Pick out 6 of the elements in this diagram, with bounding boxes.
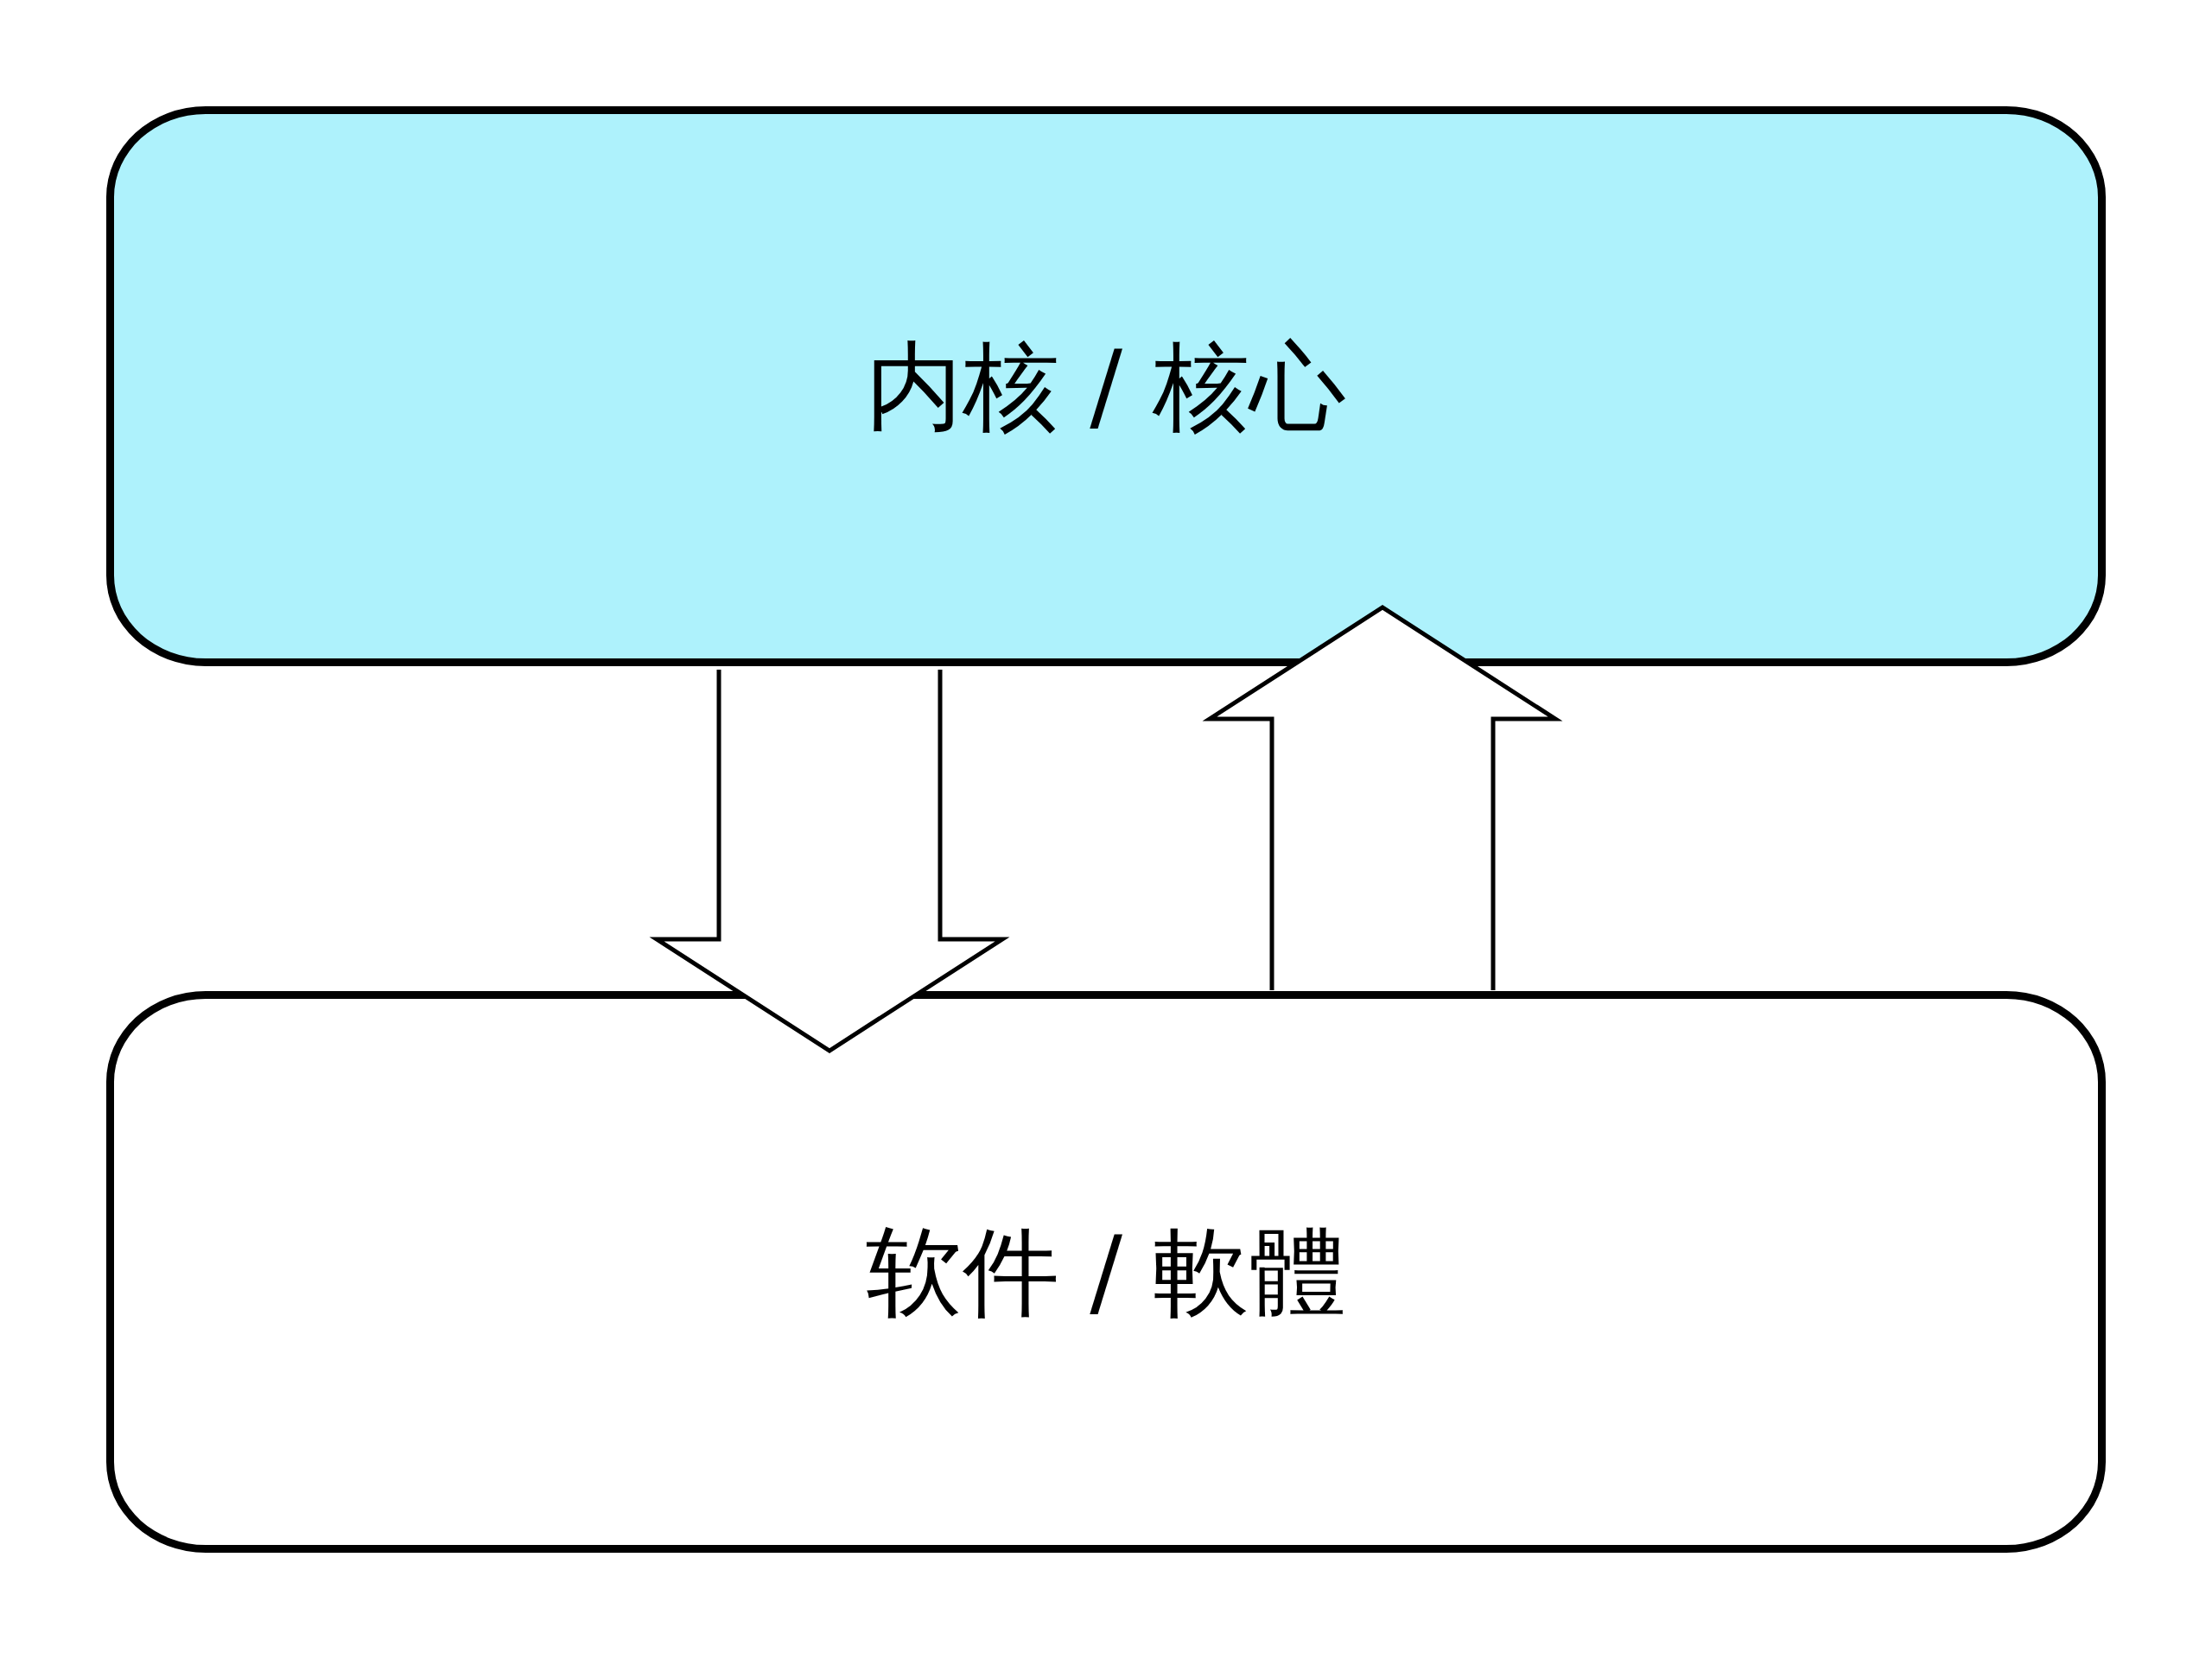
- rounded-box: [106, 106, 2106, 666]
- rounded-box: [106, 991, 2106, 1553]
- box-label: 内核 / 核心: [865, 328, 1347, 444]
- block-arrow: [1202, 605, 1563, 993]
- block-arrow: [649, 667, 1010, 1053]
- box-label: 软件 / 軟體: [865, 1214, 1347, 1330]
